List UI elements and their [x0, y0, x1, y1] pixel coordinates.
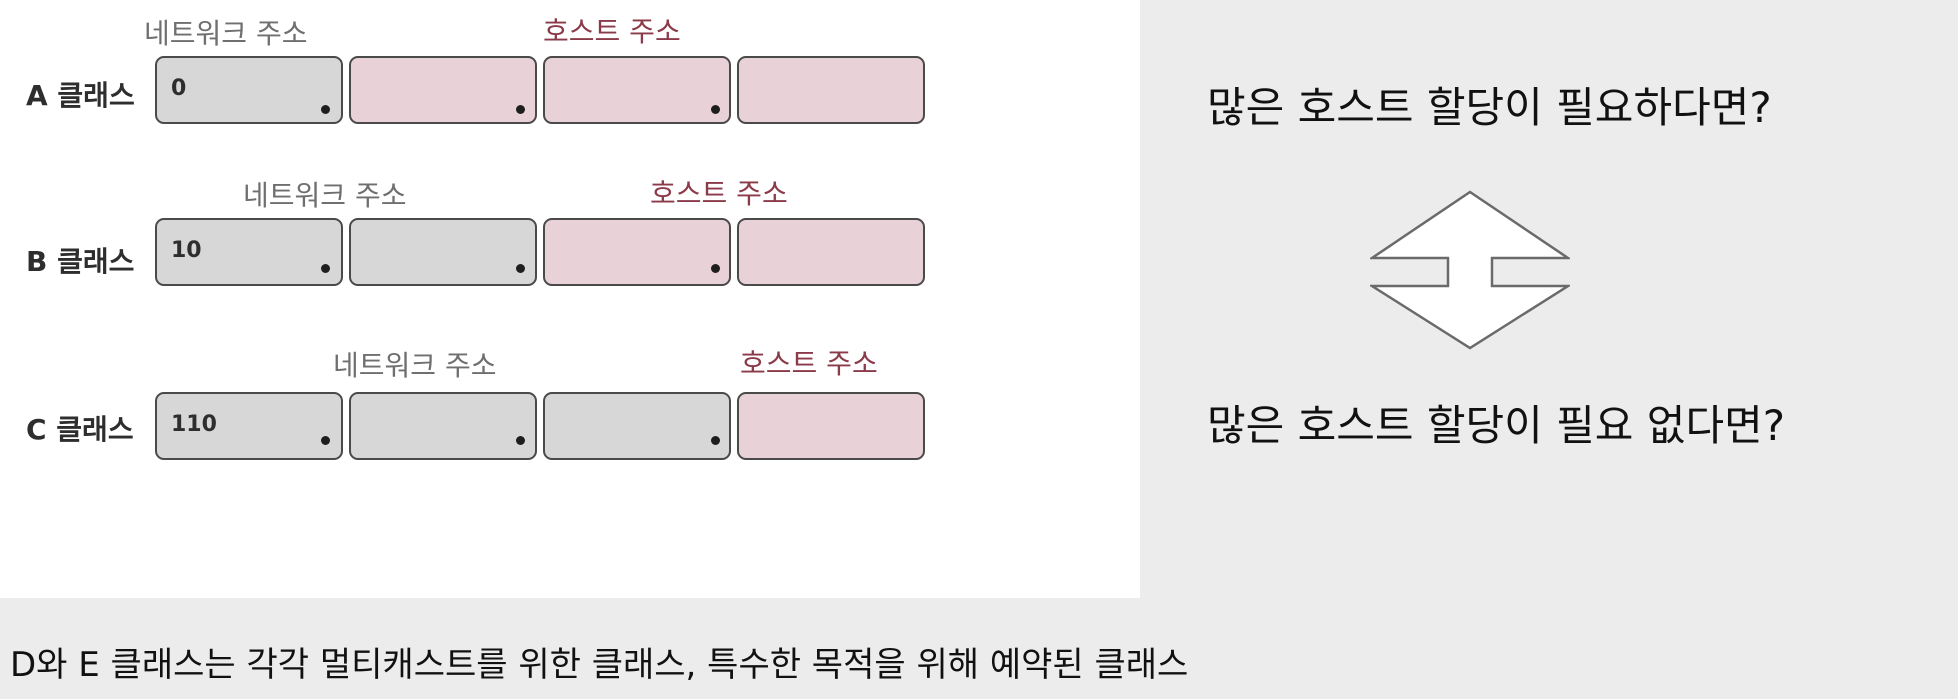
dot-separator: [711, 264, 720, 273]
octet-4-host: [737, 392, 925, 460]
ip-class-diagram: 네트워크 주소 호스트 주소 A 클래스 0 네트워크 주소 호스트 주소 B …: [0, 0, 1140, 598]
first-octet-bits: 110: [171, 412, 217, 437]
network-address-label: 네트워크 주소: [333, 349, 497, 382]
question-few-hosts: 많은 호스트 할당이 필요 없다면?: [1207, 401, 1786, 450]
dot-separator: [711, 105, 720, 114]
octet-3-host: [543, 218, 731, 286]
octet-2-network: [349, 392, 537, 460]
octet-2-network: [349, 218, 537, 286]
dot-separator: [321, 436, 330, 445]
dot-separator: [321, 105, 330, 114]
vertical-double-arrow-icon: [1370, 190, 1570, 350]
first-octet-bits: 0: [171, 76, 187, 101]
octet-1-network: 10: [155, 218, 343, 286]
host-address-label: 호스트 주소: [740, 347, 878, 380]
octet-1-network: 110: [155, 392, 343, 460]
dot-separator: [516, 264, 525, 273]
network-address-label: 네트워크 주소: [144, 17, 308, 50]
octet-4-host: [737, 56, 925, 124]
octet-1-network: 0: [155, 56, 343, 124]
dot-separator: [516, 436, 525, 445]
class-b-row: 네트워크 주소 호스트 주소 B 클래스 10: [0, 160, 1140, 320]
dot-separator: [711, 436, 720, 445]
host-address-label: 호스트 주소: [650, 177, 788, 210]
class-label: A 클래스: [26, 79, 135, 112]
dot-separator: [516, 105, 525, 114]
class-c-row: 네트워크 주소 호스트 주소 C 클래스 110: [0, 330, 1140, 510]
octet-3-network: [543, 392, 731, 460]
footer-caption: D와 E 클래스는 각각 멀티캐스트를 위한 클래스, 특수한 목적을 위해 예…: [10, 645, 1189, 685]
octet-2-host: [349, 56, 537, 124]
question-many-hosts: 많은 호스트 할당이 필요하다면?: [1207, 83, 1772, 132]
class-label: C 클래스: [26, 413, 134, 446]
first-octet-bits: 10: [171, 238, 202, 263]
class-a-row: 네트워크 주소 호스트 주소 A 클래스 0: [0, 0, 1140, 160]
host-address-label: 호스트 주소: [543, 15, 681, 48]
octet-4-host: [737, 218, 925, 286]
class-label: B 클래스: [26, 245, 135, 278]
dot-separator: [321, 264, 330, 273]
network-address-label: 네트워크 주소: [243, 179, 407, 212]
octet-3-host: [543, 56, 731, 124]
